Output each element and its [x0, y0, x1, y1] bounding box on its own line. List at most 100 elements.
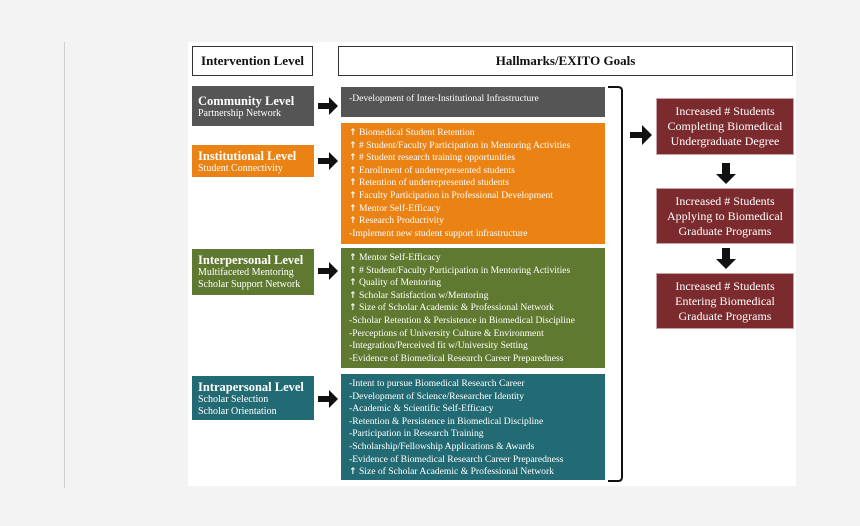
goals-interpersonal: ↑ Mentor Self-Efficacy↑ # Student/Facult… — [341, 248, 605, 368]
up-arrow-icon: ↑ — [349, 265, 357, 276]
level-title: Community Level — [198, 94, 295, 108]
page-divider-line — [64, 42, 65, 488]
up-arrow-icon: ↑ — [349, 216, 357, 227]
goal-item: ↑ Mentor Self-Efficacy — [349, 203, 597, 216]
down-arrow-icon — [716, 163, 736, 184]
goals-institutional: ↑ Biomedical Student Retention↑ # Studen… — [341, 123, 605, 244]
level-subtitle: Scholar Selection — [198, 394, 269, 406]
goal-item: -Perceptions of University Culture & Env… — [349, 328, 597, 341]
outcome-entering-graduate: Increased # Students Entering Biomedical… — [656, 273, 794, 329]
goal-item-text: -Academic & Scientific Self-Efficacy — [349, 403, 494, 415]
goals-community: -Development of Inter-Institutional Infr… — [341, 87, 605, 117]
goal-item-text: Size of Scholar Academic & Professional … — [356, 302, 554, 314]
goal-item-text: # Student/Faculty Participation in Mento… — [356, 139, 571, 151]
goal-item-text: -Development of Inter-Institutional Infr… — [349, 93, 539, 104]
goal-item: -Scholarship/Fellowship Applications & A… — [349, 441, 597, 454]
goal-item: -Implement new student support infrastru… — [349, 228, 597, 241]
goal-item-text: -Scholarship/Fellowship Applications & A… — [349, 440, 535, 452]
goal-item-text: -Participation in Research Training — [349, 428, 484, 440]
intervention-level-header: Intervention Level — [192, 46, 313, 76]
up-arrow-icon: ↑ — [349, 253, 357, 263]
goal-item-text: -Integration/Perceived fit w/University … — [349, 340, 528, 352]
goal-item: -Intent to pursue Biomedical Research Ca… — [349, 378, 597, 391]
up-arrow-icon: ↑ — [349, 278, 357, 289]
goal-item: ↑ Enrollment of underrepresented student… — [349, 165, 597, 178]
goal-item-text: Size of Scholar Academic & Professional … — [356, 466, 554, 478]
goal-item-text: -Intent to pursue Biomedical Research Ca… — [349, 378, 525, 389]
goal-item: ↑ Research Productivity — [349, 215, 597, 228]
goal-item-text: Mentor Self-Efficacy — [356, 252, 441, 263]
goal-item: ↑ # Student/Faculty Participation in Men… — [349, 140, 597, 153]
grouping-bracket — [608, 86, 623, 482]
up-arrow-icon: ↑ — [349, 178, 357, 189]
goal-item-text: -Implement new student support infrastru… — [349, 227, 528, 239]
up-arrow-icon: ↑ — [349, 140, 357, 151]
goal-item: ↑ Mentor Self-Efficacy — [349, 252, 597, 265]
goals-intrapersonal: -Intent to pursue Biomedical Research Ca… — [341, 374, 605, 480]
goal-item-text: Enrollment of underrepresented students — [356, 164, 515, 176]
goal-item-text: Retention of underrepresented students — [356, 177, 509, 189]
goal-item-text: Faculty Participation in Professional De… — [356, 189, 553, 201]
outcome-applying-graduate: Increased # Students Applying to Biomedi… — [656, 188, 794, 244]
goal-item: -Participation in Research Training — [349, 428, 597, 441]
level-subtitle: Scholar Orientation — [198, 405, 277, 417]
level-subtitle: Multifaceted Mentoring — [198, 267, 294, 279]
goal-item: -Evidence of Biomedical Research Career … — [349, 454, 597, 467]
goal-item: ↑ Faculty Participation in Professional … — [349, 190, 597, 203]
goal-item: ↑ Biomedical Student Retention — [349, 127, 597, 140]
outcome-line: Graduate Programs — [678, 223, 772, 238]
goal-item-text: -Evidence of Biomedical Research Career … — [349, 352, 564, 364]
up-arrow-icon: ↑ — [349, 203, 357, 214]
level-subtitle: Scholar Support Network — [198, 278, 301, 290]
goal-item: ↑ Size of Scholar Academic & Professiona… — [349, 302, 597, 315]
goal-item: ↑ Retention of underrepresented students — [349, 177, 597, 190]
goal-item-text: Mentor Self-Efficacy — [356, 202, 441, 214]
right-arrow-icon — [318, 262, 338, 280]
level-intrapersonal: Intrapersonal Level Scholar Selection Sc… — [192, 376, 314, 420]
level-title: Institutional Level — [198, 149, 297, 163]
goal-item-text: -Perceptions of University Culture & Env… — [349, 327, 544, 339]
goal-item-text: -Retention & Persistence in Biomedical D… — [349, 415, 544, 427]
outcome-line: Entering Biomedical — [675, 293, 775, 308]
goal-item: -Scholar Retention & Persistence in Biom… — [349, 315, 597, 328]
goal-item-text: Biomedical Student Retention — [356, 127, 475, 138]
goal-item: ↑ Quality of Mentoring — [349, 277, 597, 290]
level-title: Intrapersonal Level — [198, 380, 304, 394]
right-arrow-icon — [318, 152, 338, 170]
goal-item-text: # Student/Faculty Participation in Mento… — [356, 264, 571, 276]
outcome-line: Graduate Programs — [678, 308, 772, 323]
level-subtitle: Student Connectivity — [198, 163, 283, 175]
outcome-line: Increased # Students — [675, 193, 775, 208]
level-title: Interpersonal Level — [198, 253, 304, 267]
goal-item: -Academic & Scientific Self-Efficacy — [349, 403, 597, 416]
up-arrow-icon: ↑ — [349, 190, 357, 201]
outcome-line: Applying to Biomedical — [667, 208, 783, 223]
outcome-line: Increased # Students — [675, 104, 775, 118]
level-institutional: Institutional Level Student Connectivity — [192, 145, 314, 177]
goal-item-text: # Student research training opportunitie… — [356, 152, 516, 164]
goal-item: -Evidence of Biomedical Research Career … — [349, 353, 597, 366]
goal-item-text: -Development of Science/Researcher Ident… — [349, 390, 525, 402]
down-arrow-icon — [716, 248, 736, 269]
right-arrow-icon — [630, 125, 652, 145]
level-subtitle: Partnership Network — [198, 108, 282, 120]
goal-item-text: Scholar Satisfaction w/Mentoring — [356, 289, 489, 301]
goal-item-text: -Evidence of Biomedical Research Career … — [349, 453, 564, 465]
outcome-line: Undergraduate Degree — [670, 134, 780, 148]
up-arrow-icon: ↑ — [349, 128, 357, 138]
goal-item: ↑ Scholar Satisfaction w/Mentoring — [349, 290, 597, 303]
goal-item: ↑ # Student research training opportunit… — [349, 152, 597, 165]
goal-item: ↑ Size of Scholar Academic & Professiona… — [349, 466, 597, 479]
outcome-completing-degree: Increased # Students Completing Biomedic… — [656, 98, 794, 155]
goal-item: -Development of Science/Researcher Ident… — [349, 391, 597, 404]
up-arrow-icon: ↑ — [349, 467, 357, 478]
goal-item-text: Research Productivity — [356, 215, 444, 227]
goal-item-text: Quality of Mentoring — [356, 277, 442, 289]
goal-item: -Retention & Persistence in Biomedical D… — [349, 416, 597, 429]
level-interpersonal: Interpersonal Level Multifaceted Mentori… — [192, 249, 314, 295]
goal-item: ↑ # Student/Faculty Participation in Men… — [349, 265, 597, 278]
goal-item-text: -Scholar Retention & Persistence in Biom… — [349, 314, 575, 326]
outcome-line: Completing Biomedical — [667, 119, 783, 133]
up-arrow-icon: ↑ — [349, 153, 357, 164]
goal-item: -Integration/Perceived fit w/University … — [349, 340, 597, 353]
